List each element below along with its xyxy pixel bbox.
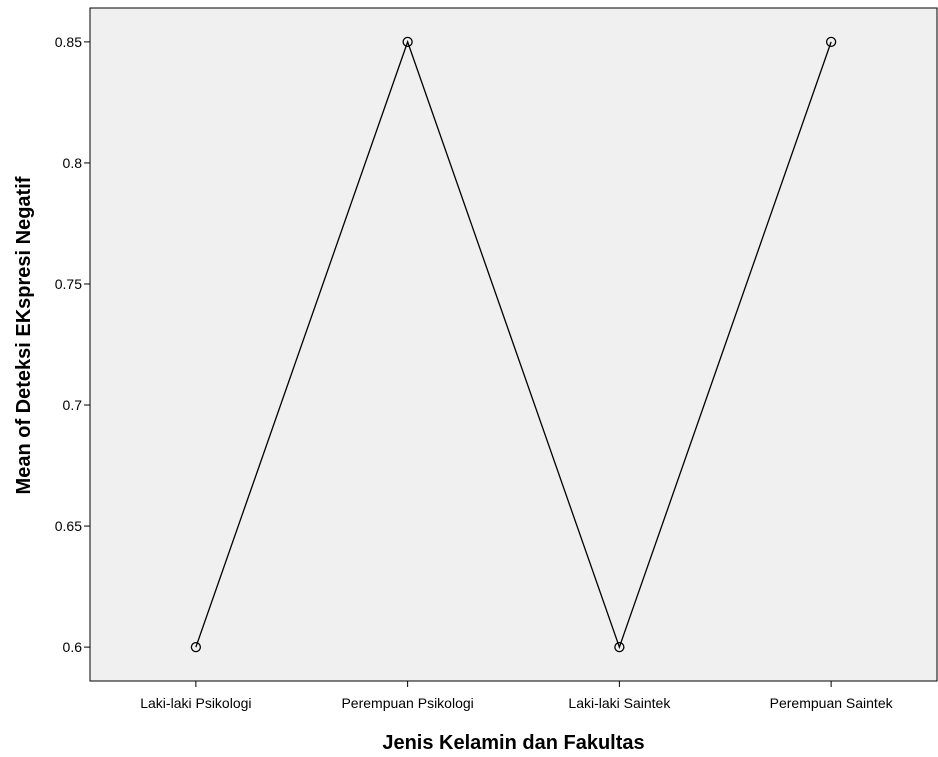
- y-tick-label: 0.85: [55, 34, 82, 50]
- data-point: [614, 641, 625, 653]
- y-tick-label: 0.6: [63, 639, 83, 655]
- x-tick-label: Perempuan Saintek: [770, 695, 894, 711]
- x-tick-label: Laki-laki Psikologi: [140, 695, 251, 711]
- y-tick-label: 0.65: [55, 518, 82, 534]
- data-point: [825, 36, 837, 48]
- y-tick-label: 0.75: [55, 276, 82, 292]
- y-axis-title: Mean of Deteksi EKspresi Negatif: [13, 176, 35, 494]
- x-tick-label: Laki-laki Saintek: [568, 695, 671, 711]
- x-tick-label: Perempuan Psikologi: [341, 695, 473, 711]
- y-tick-label: 0.8: [63, 155, 83, 171]
- y-tick-label: 0.7: [63, 397, 83, 413]
- data-point: [190, 641, 202, 653]
- data-point: [402, 36, 413, 48]
- x-axis-title: Jenis Kelamin dan Fakultas: [382, 732, 644, 754]
- series-line: [195, 39, 832, 650]
- chart-marks: [190, 36, 837, 653]
